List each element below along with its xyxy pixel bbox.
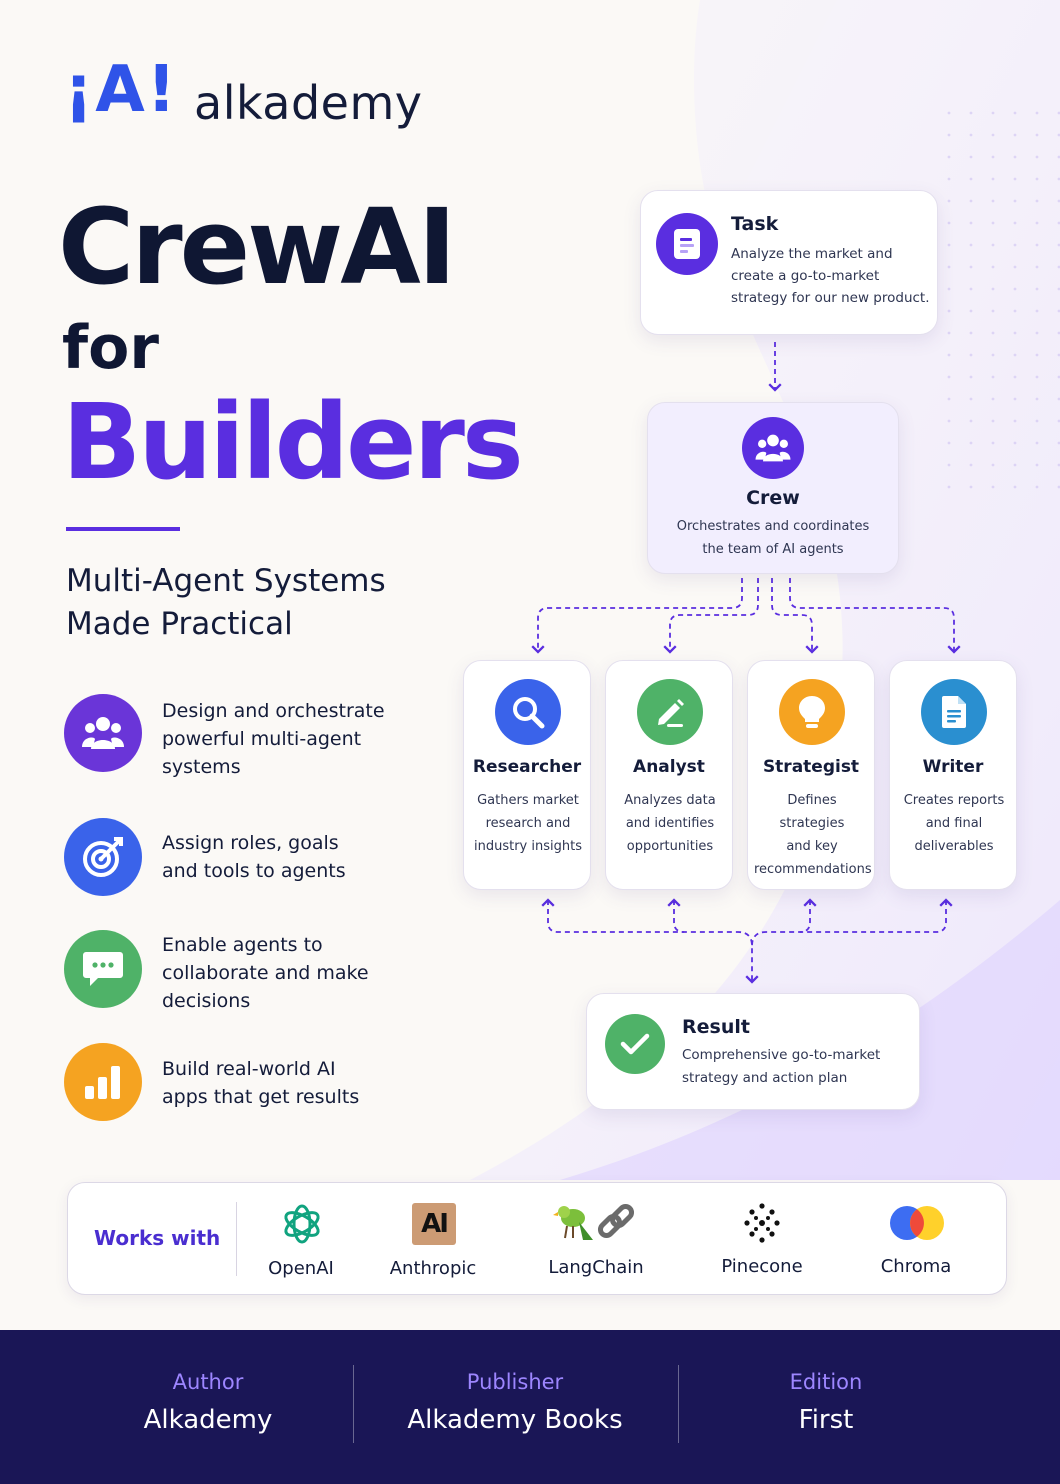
works-with-divider [236, 1202, 237, 1276]
agent-card-strategist: Strategist Defines strategies and key re… [747, 660, 875, 890]
document-icon [921, 679, 987, 745]
title-line-2: for [62, 313, 159, 383]
works-with-label: Works with [94, 1226, 221, 1250]
team-icon [742, 417, 804, 479]
pencil-icon [637, 679, 703, 745]
agent-card-writer: Writer Creates reports and final deliver… [889, 660, 1017, 890]
agent-title: Strategist [762, 757, 860, 777]
agent-description: Gathers market research and industry ins… [474, 793, 582, 854]
task-description: Analyze the market and create a go-to-ma… [731, 246, 930, 306]
document-icon [656, 213, 718, 275]
title-underline [66, 527, 180, 531]
agent-card-researcher: Researcher Gathers market research and i… [463, 660, 591, 890]
crew-title: Crew [746, 487, 800, 509]
langchain-logo-icon [553, 1200, 639, 1246]
brand-name-pinecone: Pinecone [721, 1256, 803, 1277]
result-title: Result [682, 1016, 750, 1038]
subtitle-line-2: Made Practical [66, 606, 293, 642]
task-card: Task Analyze the market and create a go-… [640, 190, 938, 335]
brand-name-anthropic: Anthropic [389, 1258, 477, 1279]
search-icon [495, 679, 561, 745]
agent-title: Researcher [472, 757, 582, 777]
subtitle-line-1: Multi-Agent Systems [66, 563, 386, 599]
team-icon [64, 694, 142, 772]
crew-card: Crew Orchestrates and coordinates the te… [647, 402, 899, 574]
agent-description: Analyzes data and identifies opportuniti… [624, 793, 716, 854]
chat-icon [64, 930, 142, 1008]
feature-text-2: Assign roles, goals and tools to agents [162, 832, 346, 882]
feature-text-3: Enable agents to collaborate and make de… [162, 934, 369, 1012]
feature-text-4: Build real-world AI apps that get result… [162, 1058, 360, 1108]
result-description: Comprehensive go-to-market strategy and … [682, 1047, 881, 1086]
result-card: Result Comprehensive go-to-market strate… [586, 993, 920, 1110]
feature-text-1: Design and orchestrate powerful multi-ag… [162, 700, 385, 778]
agent-description: Creates reports and final deliverables [903, 793, 1005, 854]
footer-divider [353, 1365, 354, 1443]
diagram-connectors [531, 342, 961, 984]
title-line-1: CrewAI [58, 186, 456, 308]
logo-wordmark: alkademy [194, 76, 423, 130]
footer-value-edition: First [798, 1405, 854, 1435]
agent-description: Defines strategies and key recommendatio… [754, 793, 872, 877]
brand-name-chroma: Chroma [880, 1256, 952, 1277]
brand-name-openai: OpenAI [268, 1258, 334, 1279]
works-with-panel [67, 1182, 1007, 1295]
agent-title: Writer [922, 757, 984, 777]
title-line-3: Builders [62, 381, 524, 503]
footer-label-edition: Edition [789, 1370, 863, 1394]
openai-logo-icon [280, 1202, 324, 1246]
footer-bar [0, 1330, 1060, 1484]
check-icon [605, 1014, 665, 1074]
target-icon [64, 818, 142, 896]
agent-card-analyst: Analyst Analyzes data and identifies opp… [605, 660, 733, 890]
footer-value-publisher: Alkademy Books [407, 1405, 623, 1435]
bar-chart-icon [64, 1043, 142, 1121]
footer-label-author: Author [172, 1370, 244, 1394]
chroma-logo-icon [888, 1204, 946, 1242]
footer-divider [678, 1365, 679, 1443]
pinecone-logo-icon [742, 1202, 782, 1244]
task-title: Task [731, 213, 779, 235]
anthropic-logo-icon: AI [412, 1203, 456, 1245]
logo-mark: ¡A! [64, 53, 178, 127]
lightbulb-icon [779, 679, 845, 745]
crew-description: Orchestrates and coordinates the team of… [676, 519, 870, 557]
footer-label-publisher: Publisher [466, 1370, 564, 1394]
agent-title: Analyst [633, 757, 705, 777]
subtitle: Multi-Agent Systems Made Practical [66, 560, 446, 646]
footer-value-author: Alkademy [143, 1405, 273, 1435]
brand-name-langchain: LangChain [548, 1257, 644, 1278]
